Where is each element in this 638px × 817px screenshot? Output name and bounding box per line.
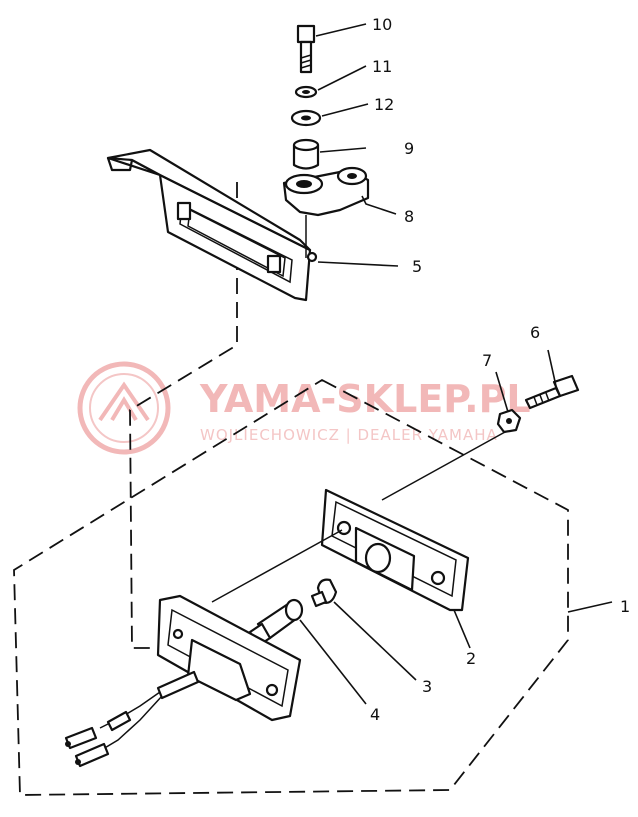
- nut: [496, 408, 522, 434]
- bracket-to-base-leader: [129, 182, 238, 649]
- spring-washer: [294, 85, 318, 99]
- collar: [292, 138, 320, 170]
- top-bolt: [296, 24, 316, 74]
- wire-harness: [64, 670, 200, 768]
- lamp-base: [156, 594, 302, 722]
- callout-1: 1: [620, 597, 630, 616]
- callout-5: 5: [412, 257, 422, 276]
- callout-8: 8: [404, 207, 414, 226]
- bracket: [106, 148, 318, 302]
- callout-numbers: 10 11 12 9 8 5 6 7 1 2 3 4: [370, 15, 630, 724]
- callout-2: 2: [466, 649, 476, 668]
- watermark-title: YAMA-SKLEP.PL: [199, 377, 531, 421]
- callout-4: 4: [370, 705, 380, 724]
- lever: [282, 166, 370, 217]
- axis-line-nut-lens: [381, 431, 506, 501]
- watermark-subtitle: WOJLIECHOWICZ | DEALER YAMAHA: [200, 426, 498, 444]
- callout-3: 3: [422, 677, 432, 696]
- yamaha-emblem-icon: [77, 361, 171, 455]
- side-bolt: [524, 374, 580, 410]
- callout-6: 6: [530, 323, 540, 342]
- leader-lines: [299, 23, 613, 705]
- callout-11: 11: [372, 57, 392, 76]
- callout-12: 12: [374, 95, 394, 114]
- axis-line-lens-base: [211, 529, 343, 603]
- plain-washer: [290, 109, 322, 127]
- lamp-lens: [320, 488, 470, 612]
- assembly-outline: [13, 378, 569, 796]
- watermark: YAMA-SKLEP.PL WOJLIECHOWICZ | DEALER YAM…: [77, 361, 531, 455]
- callout-7: 7: [482, 351, 492, 370]
- callout-10: 10: [372, 15, 392, 34]
- bulb: [310, 578, 338, 608]
- callout-9: 9: [404, 139, 414, 158]
